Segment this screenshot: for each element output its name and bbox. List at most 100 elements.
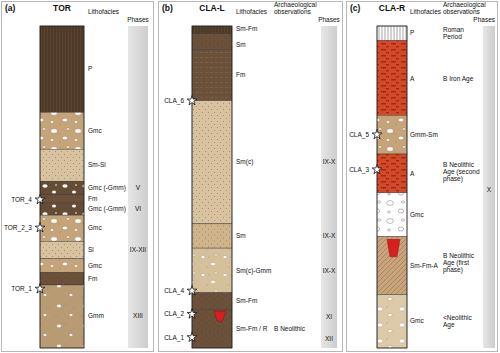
sample-id: CLA_3: [349, 166, 369, 173]
phase-number: V: [136, 184, 140, 191]
phase-number: VI: [135, 205, 141, 212]
sediment-layer: [40, 215, 84, 241]
phase-number: X: [487, 186, 491, 193]
lithofacies-code: Gmc: [88, 127, 102, 134]
column-heading: Archaeological observations: [274, 1, 320, 15]
lithofacies-code: Sm(c)-Gmm: [236, 267, 271, 274]
archaeological-period: Roman Period: [443, 26, 480, 40]
phase-number: IX-X: [323, 267, 336, 274]
sample-star: [372, 129, 382, 138]
phase-number: XI: [326, 313, 332, 320]
lithofacies-code: P: [88, 65, 92, 72]
phases-heading: Phases: [473, 16, 495, 23]
archaeological-period: B Neolithic Age (first phase): [443, 252, 480, 273]
column-outline: [192, 26, 232, 348]
sample-id: CLA_2: [164, 310, 184, 317]
sediment-layer: [192, 101, 232, 224]
archaeological-feature: [387, 239, 400, 256]
site-name: TOR: [53, 4, 71, 13]
lithofacies-code: Gmc (-Gmm): [88, 184, 126, 191]
lithofacies-code: Fm: [88, 275, 97, 282]
archaeological-period: <Neolithic Age: [443, 314, 480, 328]
panel-letter: (b): [162, 4, 173, 13]
phase-band: PhasesVVIIX-XIIXIII: [128, 26, 148, 348]
lithofacies-code: A: [410, 75, 414, 82]
lithofacies-code: Sm-Fm: [236, 25, 257, 32]
layer-columns: [35, 26, 407, 348]
lithofacies-code: Sm: [236, 41, 246, 48]
sediment-layer: [377, 26, 407, 41]
sediment-layer: [192, 309, 232, 348]
panel-letter: (c): [350, 4, 360, 13]
lithofacies-code: Gmc (-Gmm): [88, 205, 126, 212]
phase-number: XIII: [133, 312, 143, 319]
sample-id: CLA_1: [164, 334, 184, 341]
sediment-layer: [40, 285, 84, 348]
sediment-layer: [40, 112, 84, 149]
archaeological-feature: [214, 311, 226, 322]
archaeological-period: B Iron Age: [443, 75, 480, 82]
sample-star: [372, 164, 382, 173]
archaeological-period: B Neolithic: [274, 325, 318, 332]
sediment-layer: [40, 26, 84, 112]
sample-star: [187, 332, 197, 341]
sediment-layer: [40, 195, 84, 203]
phase-number: XII: [325, 335, 333, 342]
lithofacies-column: [187, 26, 232, 348]
column-heading: Lithofacies: [410, 8, 441, 15]
sediment-layer: [40, 241, 84, 258]
lithofacies-code: Sm-Fm-A: [410, 262, 438, 269]
site-name: CLA-L: [199, 4, 225, 13]
phase-number: IX-XII: [130, 246, 146, 253]
site-panel: PhasesVVIIX-XIIXIII(a)TOR: [1, 1, 154, 352]
site-name: CLA-R: [379, 4, 405, 13]
sample-star: [187, 286, 197, 295]
lithofacies-code: Sm(c): [236, 158, 253, 165]
lithofacies-code: Gmc: [410, 317, 424, 324]
phases-heading: Phases: [318, 16, 340, 23]
lithofacies-code: Gmc: [410, 211, 424, 218]
sediment-layer: [40, 272, 84, 285]
phase-number: IX-X: [323, 158, 336, 165]
lithofacies-code: Fm: [88, 195, 97, 202]
sample-id: CLA_5: [349, 131, 369, 138]
lithofacies-column: [372, 26, 407, 348]
lithofacies-column: [35, 26, 84, 348]
sample-star: [187, 96, 197, 105]
lithofacies-code: Fm: [236, 71, 245, 78]
sediment-layer: [377, 115, 407, 154]
column-heading: Lithofacies: [236, 8, 267, 15]
column-outline: [377, 26, 407, 348]
column-outline: [40, 26, 84, 348]
phases-heading: Phases: [127, 16, 149, 23]
sediment-layer: [40, 181, 84, 195]
phase-band: PhasesX: [483, 26, 495, 348]
sediment-layer: [377, 236, 407, 294]
lithofacies-code: Sm-Fm / R: [236, 325, 267, 332]
sample-star: [35, 284, 45, 293]
column-heading: Archaeological observations: [443, 1, 489, 15]
site-panel: PhasesX(c)CLA-R: [346, 1, 498, 352]
sediment-layer: [192, 34, 232, 50]
sample-id: CLA_4: [164, 287, 184, 294]
sample-star: [35, 194, 45, 203]
sample-id: TOR_2_3: [4, 224, 32, 231]
sample-id: TOR_4: [11, 196, 32, 203]
sediment-layer: [40, 259, 84, 273]
sediment-layer: [40, 203, 84, 216]
sample-star: [187, 309, 197, 318]
lithofacies-code: Sm: [236, 232, 246, 239]
sediment-layer: [40, 149, 84, 181]
sediment-layer: [377, 41, 407, 116]
lithofacies-code: Sm-Fm: [236, 297, 257, 304]
lithofacies-code: Sm-Sl: [88, 161, 106, 168]
lithofacies-code: P: [410, 29, 414, 36]
phase-number: IX-X: [323, 232, 336, 239]
lithofacies-code: Gmc: [88, 262, 102, 269]
sediment-layer: [192, 26, 232, 34]
sample-id: CLA_6: [164, 97, 184, 104]
lithofacies-code: Gmm: [88, 312, 104, 319]
sediment-layer: [377, 295, 407, 348]
sediment-layer: [377, 154, 407, 193]
archaeological-period: B Neolithic Age (second phase): [443, 161, 480, 182]
